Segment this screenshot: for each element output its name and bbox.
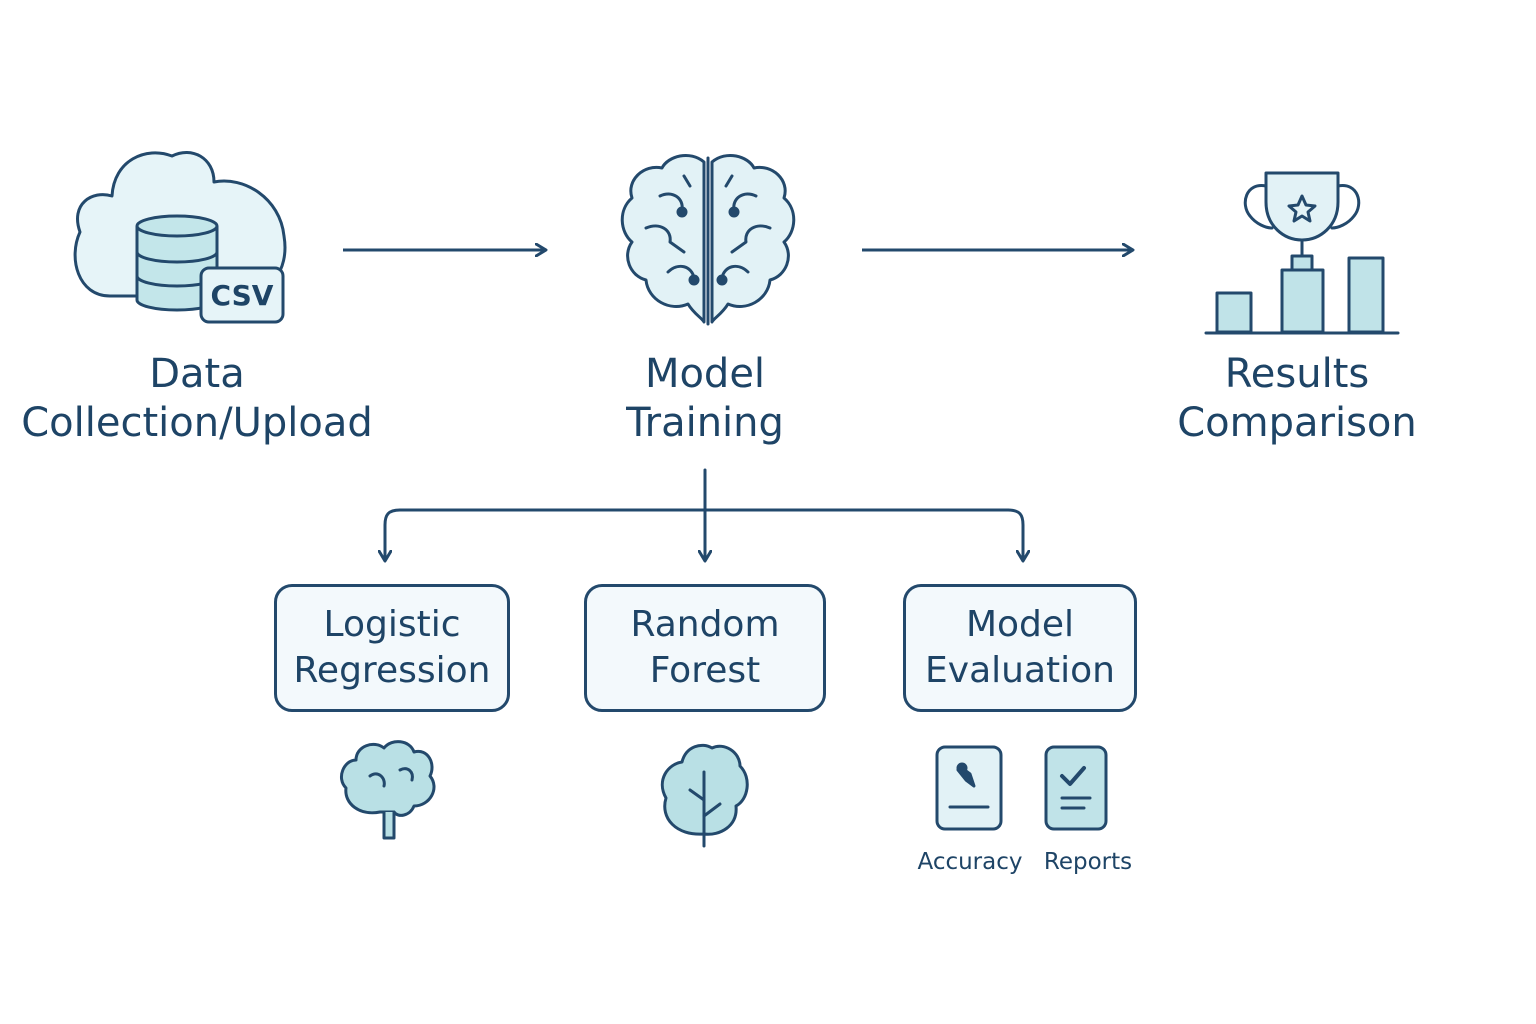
brain-tree-icon (340, 740, 436, 840)
method-label-line1: Logistic (323, 604, 461, 645)
stage-label-line1: Results (1224, 351, 1370, 397)
method-label-line2: Forest (649, 650, 761, 691)
method-label-line2: Evaluation (925, 650, 1115, 691)
brain-icon (620, 153, 796, 326)
stage-label-line2: Comparison (1177, 400, 1417, 446)
star-icon (1287, 194, 1317, 223)
stage-label-line1: Data (149, 351, 245, 397)
reports-label: Reports (1043, 849, 1133, 875)
tree-icon (660, 743, 749, 848)
csv-badge-text: CSV (211, 279, 274, 312)
branch-connector (385, 468, 1023, 560)
stage-label-data-collection: Data Collection/Upload (0, 350, 407, 448)
accuracy-label: Accuracy (917, 849, 1023, 875)
method-box-model-evaluation: Model Evaluation (903, 584, 1137, 712)
cloud-database-icon (73, 150, 287, 324)
stage-label-line1: Model (644, 351, 766, 397)
method-label-line1: Model (965, 604, 1075, 645)
method-box-logistic-regression: Logistic Regression (274, 584, 510, 712)
stage-label-model-training: Model Training (495, 350, 915, 448)
csv-badge (199, 266, 285, 324)
stage-label-line2: Training (626, 400, 784, 446)
stage-label-line2: Collection/Upload (21, 400, 373, 446)
method-label-line1: Random (630, 604, 780, 645)
accuracy-card-icon (935, 745, 1003, 831)
method-label-line2: Regression (293, 650, 491, 691)
method-box-random-forest: Random Forest (584, 584, 826, 712)
trophy-chart-icon (1204, 171, 1400, 335)
stage-label-results-comparison: Results Comparison (1087, 350, 1507, 448)
report-checklist-icon (1044, 745, 1108, 831)
